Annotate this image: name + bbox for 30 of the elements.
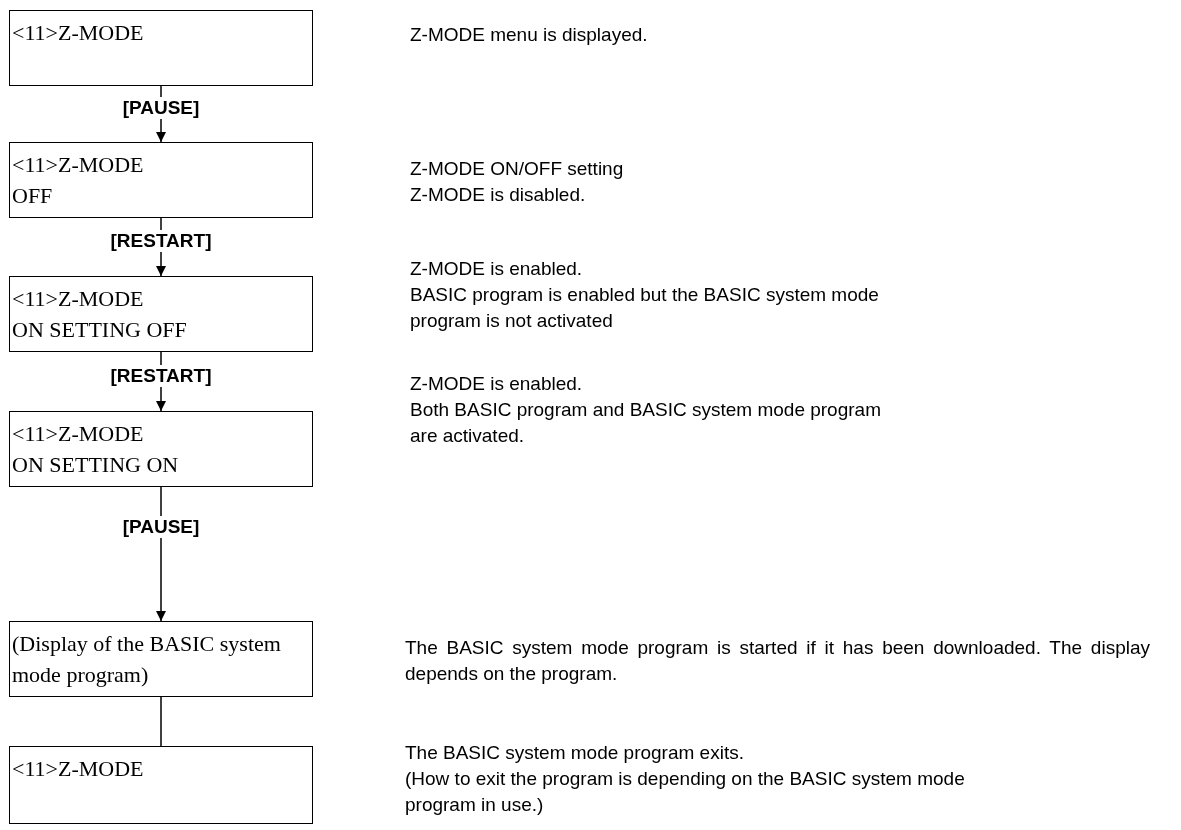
display-text: <11>Z-MODE	[12, 420, 145, 448]
display-box	[9, 746, 313, 824]
display-box	[9, 621, 313, 697]
description-text: The BASIC system mode program exits.	[405, 741, 745, 765]
display-text: <11>Z-MODE	[12, 19, 145, 47]
description-text: (How to exit the program is depending on the BASIC system mode program in use.)	[405, 767, 965, 817]
display-text: OFF	[12, 182, 54, 210]
display-box	[9, 411, 313, 487]
connector-line	[160, 696, 162, 747]
display-box	[9, 276, 313, 352]
display-box	[9, 142, 313, 218]
display-text: (Display of the BASIC system mode program)	[12, 630, 282, 689]
edge-label: [RESTART]	[108, 230, 214, 252]
description-text: Z-MODE menu is displayed.	[410, 23, 649, 47]
display-box	[9, 10, 313, 86]
display-text: ON SETTING OFF	[12, 316, 188, 344]
description-text: Z-MODE is disabled.	[410, 183, 587, 207]
edge-label: [PAUSE]	[120, 516, 202, 538]
description-text: The BASIC system mode program is started if it has been downloaded. The display depends on the program.	[405, 636, 1150, 686]
display-text: <11>Z-MODE	[12, 755, 145, 783]
edge-label: [PAUSE]	[120, 97, 202, 119]
description-text: Z-MODE is enabled.	[410, 372, 584, 396]
description-text: Z-MODE is enabled.	[410, 257, 584, 281]
display-text: <11>Z-MODE	[12, 285, 145, 313]
description-text: Both BASIC program and BASIC system mode program are activated.	[410, 398, 882, 448]
display-text: ON SETTING ON	[12, 451, 180, 479]
description-text: BASIC program is enabled but the BASIC system mode program is not activated	[410, 283, 880, 333]
edge-label: [RESTART]	[108, 364, 214, 387]
display-text: <11>Z-MODE	[12, 151, 145, 179]
description-text: Z-MODE ON/OFF setting	[410, 157, 625, 181]
